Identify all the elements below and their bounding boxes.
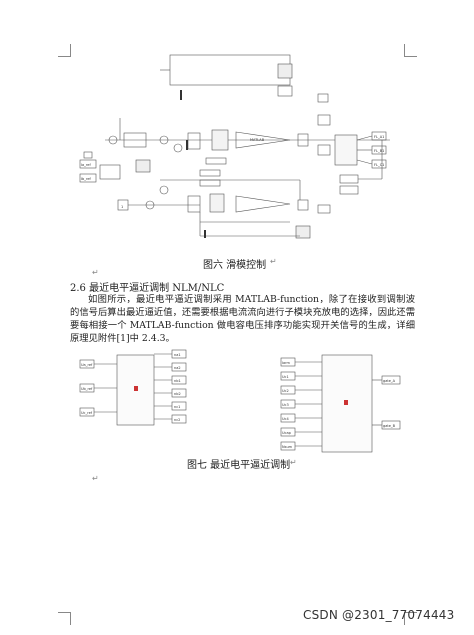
section-title: 最近电平逼近调制 NLM/NLC [89, 283, 225, 294]
fig7-left-output-6: nc2 [174, 418, 180, 422]
csdn-watermark: CSDN @2301_77074443 [303, 608, 455, 622]
fig6-gain-label: MATLAB [250, 138, 265, 142]
fig7-right-input-1: Iarm [282, 361, 291, 365]
fig7-left-output-3: nb1 [174, 379, 181, 383]
page-corner-mark-bottom-left [58, 612, 71, 625]
fig7-left-input-1: Ua_ref [81, 363, 93, 367]
fig6-out2-label: FL_B1 [374, 149, 384, 153]
fig6-in2-label: Ib_ref [81, 177, 92, 181]
fig6-const-label: 1 [121, 205, 123, 209]
fig7-right-input-6: Ucap [282, 431, 292, 435]
page-corner-mark-top-left [58, 44, 71, 57]
fig6-out1-label: FL_A1 [374, 135, 384, 139]
page-corner-mark-top-right [404, 44, 417, 57]
page-corner-mark-bottom-right [404, 612, 417, 625]
figure6-caption: 图六 滑模控制 [203, 260, 267, 271]
fig7-left-output-5: nc1 [174, 405, 180, 409]
body-paragraph: 如图所示，最近电平逼近调制采用 MATLAB-function，除了在接收到调制… [70, 294, 415, 344]
paragraph-mark-3: ↵ [290, 458, 297, 467]
paragraph-mark-4: ↵ [92, 474, 99, 483]
fig7-right-output-1: gate_A [383, 379, 396, 383]
fig6-in1-label: Ia_ref [81, 163, 91, 167]
section-heading: 2.6 最近电平逼近调制 NLM/NLC [70, 279, 224, 294]
fig7-right-input-7: Nsum [282, 445, 293, 449]
fig7-right-input-5: Uc4 [282, 417, 289, 421]
fig7-right-output-2: gate_B [383, 424, 396, 428]
fig7-left-output-4: nb2 [174, 392, 181, 396]
fig7-right-input-2: Uc1 [282, 375, 289, 379]
section-number: 2.6 [70, 283, 86, 294]
fig7-left-input-3: Uc_ref [81, 411, 93, 415]
fig7-right-input-4: Uc3 [282, 403, 289, 407]
fig7-right-input-3: Uc2 [282, 389, 289, 393]
paragraph-mark-2: ↵ [92, 268, 99, 277]
fig7-left-output-2: na2 [174, 366, 181, 370]
paragraph-mark: ↵ [270, 257, 277, 266]
fig6-out3-label: FL_C1 [374, 163, 384, 167]
figure7-caption: 图七 最近电平逼近调制 [187, 460, 291, 471]
fig7-left-input-2: Ub_ref [81, 387, 93, 391]
fig7-left-output-1: na1 [174, 353, 181, 357]
